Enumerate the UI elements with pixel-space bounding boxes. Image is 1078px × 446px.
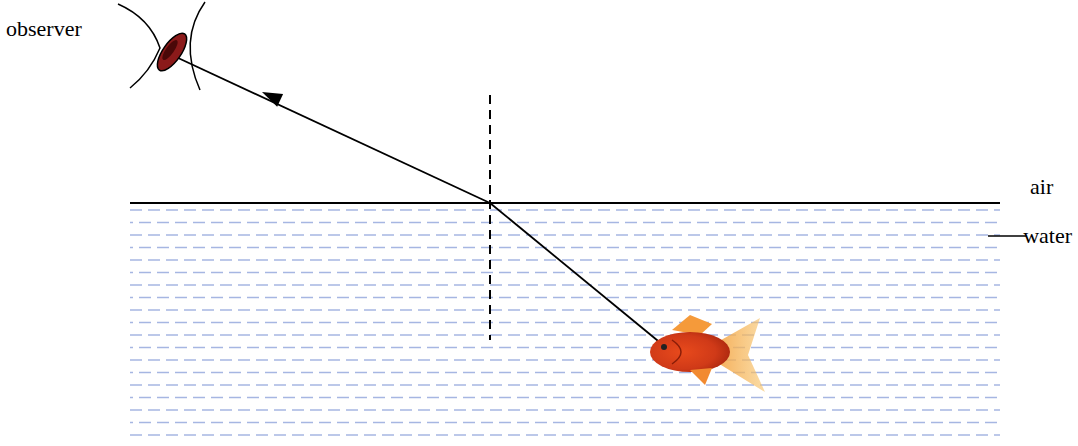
water-dash-row (130, 322, 1000, 324)
water-dash-row (130, 422, 1000, 424)
refracted-ray-water (490, 203, 663, 345)
water-dash-row (130, 259, 1000, 261)
ray-arrowhead (259, 86, 283, 107)
water-dash-row (130, 209, 1000, 211)
medium-label: air (1030, 176, 1053, 198)
medium-label: water (1023, 225, 1072, 247)
water-dash-row (130, 297, 1000, 299)
water-dash-row (130, 309, 1000, 311)
fish (650, 315, 765, 392)
water-dash-row (130, 222, 1000, 224)
observer-eye (118, 2, 205, 90)
water-dash-row (130, 234, 1000, 236)
normal-line (489, 95, 491, 340)
water-surface (130, 202, 1000, 204)
water-dash-row (130, 247, 1000, 249)
water-dash-row (130, 284, 1000, 286)
water-dash-row (130, 384, 1000, 386)
water-dash-row (130, 434, 1000, 436)
water-dash-row (130, 334, 1000, 336)
water-dash-row (130, 359, 1000, 361)
water-dash-row (130, 409, 1000, 411)
water-dash-row (130, 272, 1000, 274)
water-dash-row (130, 372, 1000, 374)
water-dash-row (130, 397, 1000, 399)
observer-label: observer (6, 18, 82, 40)
water-hatching (130, 210, 1000, 435)
refracted-ray-air (176, 57, 490, 203)
leader-line (988, 235, 1026, 237)
water-dash-row (130, 347, 1000, 349)
